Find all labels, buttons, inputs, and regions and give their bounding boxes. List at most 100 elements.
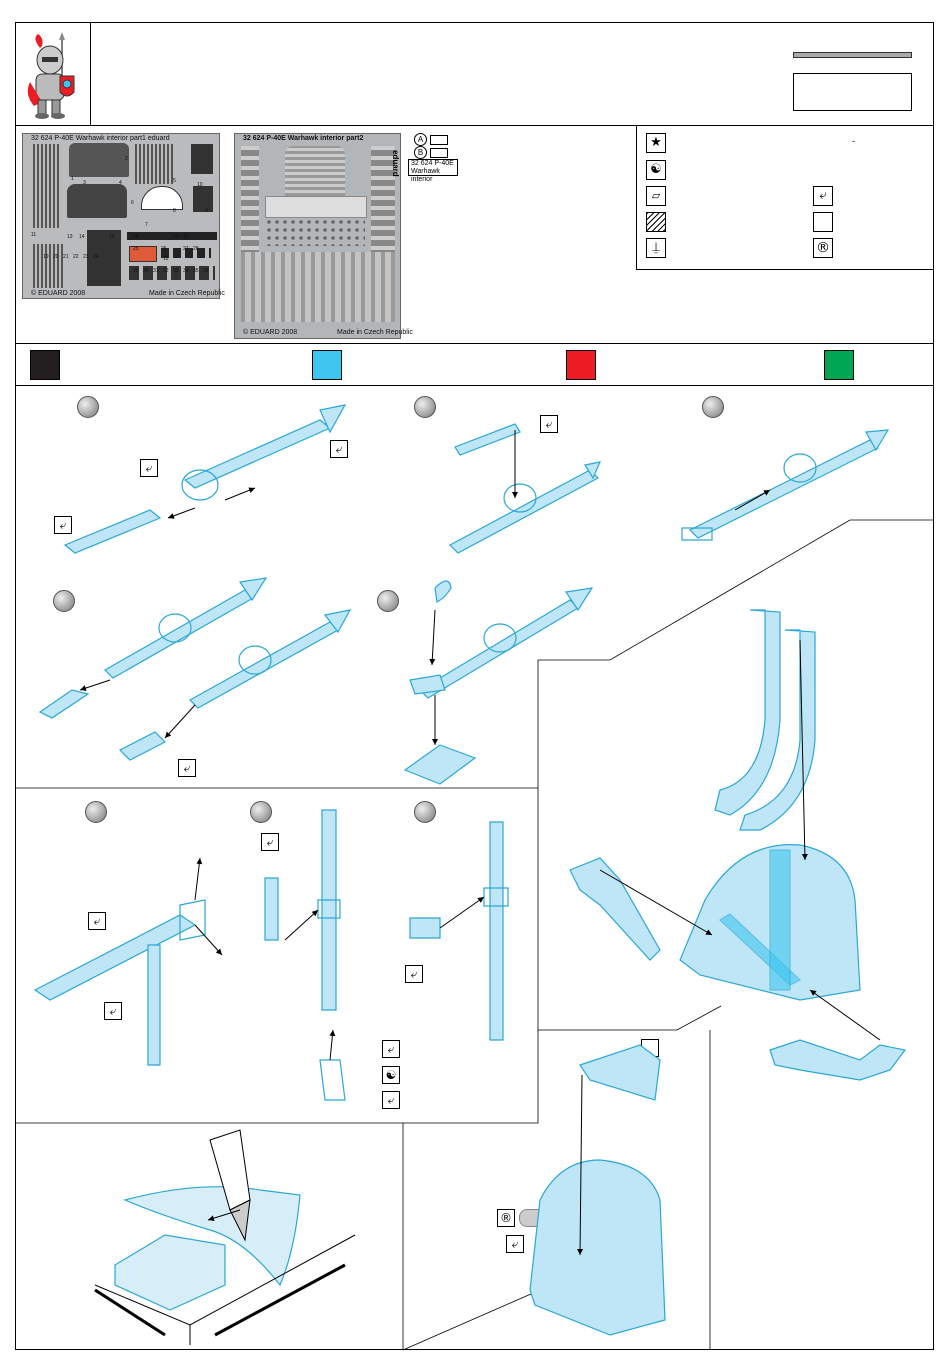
seatbelt-strips-bottom	[33, 244, 63, 288]
symbol-legend	[636, 125, 934, 270]
part-number-label: 32	[163, 268, 169, 274]
part-number-label: 33	[173, 268, 179, 274]
lower-parts-part	[241, 252, 395, 322]
bend-mark-1: ⤶	[330, 440, 348, 458]
step-marker-3	[702, 396, 724, 418]
bend-mark-9: ⤶	[104, 1002, 122, 1020]
check-icon: ⤶	[813, 186, 833, 206]
seat-pan-part	[265, 196, 367, 218]
part-number-label: 18	[183, 234, 189, 240]
fret-origin: Made in Czech Republic	[149, 290, 225, 297]
red-placard-part	[129, 246, 157, 262]
yin-yang-icon: ☯	[646, 160, 666, 180]
bend-mark-11: ⤶	[382, 1091, 400, 1109]
part-number-label: 20	[53, 254, 59, 260]
fret-a-marker: A	[414, 133, 427, 146]
yin-yang-mark: ☯	[382, 1066, 400, 1084]
part-number-label: 1	[71, 176, 74, 182]
bend-mark-12: ⤶	[506, 1235, 524, 1253]
part-number-label: 26	[161, 246, 167, 252]
part-number-label: 30	[143, 268, 149, 274]
step-marker-4	[53, 590, 75, 612]
photo-etch-fret-part2: 32 624 P-40E Warhawk interior part2 © ED…	[234, 133, 413, 339]
side-panel-part	[191, 144, 213, 174]
fret-a-label: A	[417, 135, 424, 144]
part-number-label: 28	[193, 246, 199, 252]
part-number-label: 21	[63, 254, 69, 260]
fret-key-code-line: 32 624 P-40E	[411, 160, 457, 168]
part-number-label: 31	[153, 268, 159, 274]
right-rails-part	[371, 146, 395, 256]
part-number-label: 5	[173, 178, 176, 184]
part-number-label: 2	[125, 156, 128, 162]
part-number-label: 8	[173, 208, 176, 214]
parallelogram-icon: ▱	[646, 186, 666, 206]
step-marker-7	[250, 801, 272, 823]
part-number-label: 17	[173, 234, 179, 240]
star-icon: ★	[646, 133, 666, 153]
part-number-label: 27	[183, 246, 189, 252]
instrument-panel-lower	[67, 184, 127, 218]
label-strip-part	[127, 232, 217, 240]
part-number-label: 22	[73, 254, 79, 260]
part-number-label: 7	[145, 222, 148, 228]
part-number-label: 29	[133, 268, 139, 274]
part-number-label: 6	[131, 200, 134, 206]
instrument-panel-upper	[69, 143, 129, 177]
bracket-part	[193, 186, 213, 212]
part-number-label: 16	[133, 234, 139, 240]
part-number-label: 10	[197, 182, 203, 188]
photo-etch-fret-part1: 32 624 P-40E Warhawk interior part1 edua…	[22, 133, 225, 299]
step-marker-5	[377, 590, 399, 612]
step-marker-8	[414, 801, 436, 823]
part-number-label: 35	[193, 268, 199, 274]
legend-dash: -	[852, 136, 855, 146]
color-bar-section	[15, 343, 934, 386]
fret2-origin: Made in Czech Republic	[337, 329, 413, 336]
bend-mark-6: ⤶	[261, 833, 279, 851]
fret2-header: 32 624 P-40E Warhawk interior part2	[243, 135, 364, 142]
fret-b-box	[430, 148, 448, 158]
part-number-label: 13	[67, 234, 73, 240]
small-parts-row	[129, 266, 215, 280]
seat-back-part	[285, 146, 345, 196]
bend-mark-10: ⤶	[382, 1040, 400, 1058]
bend-mark-8: ⤶	[405, 965, 423, 983]
fret-key: A B 32 624 P-40E Warhawk interior	[408, 133, 460, 183]
part-number-label: 12	[163, 256, 169, 262]
left-rails-part	[241, 146, 259, 256]
r-circle-mark: ®	[497, 1209, 515, 1227]
part-number-label: 4	[119, 180, 122, 186]
set-number-box	[793, 73, 912, 111]
fret-key-name: P-40E	[434, 160, 454, 167]
console-panel-part	[87, 230, 121, 286]
fret-key-code: 32 624	[411, 160, 433, 167]
part-number-label: 23	[83, 254, 89, 260]
fret-header: 32 624 P-40E Warhawk interior part1 edua…	[31, 135, 170, 142]
small-dials-part	[161, 248, 211, 258]
gauge-dial-part	[141, 186, 183, 210]
step-marker-1	[77, 396, 99, 418]
part-number-label: 11	[31, 232, 37, 238]
fret-b-label: B	[417, 148, 424, 157]
part-number-label: 25	[133, 246, 139, 252]
color-swatch-green	[824, 350, 854, 380]
fret-key-subname: Warhawk interior	[411, 168, 440, 183]
part-number-label: 19	[43, 254, 49, 260]
color-swatch-red	[566, 350, 596, 380]
fret2-copyright: © EDUARD 2008	[243, 329, 298, 336]
color-swatch-black	[30, 350, 60, 380]
seatbelt-strips-left	[33, 144, 59, 228]
knight-mascot-logo	[27, 32, 75, 119]
bend-mark-3: ⤶	[54, 516, 72, 534]
part-number-label: 3	[83, 180, 86, 186]
bend-mark-5: ⤶	[178, 759, 196, 777]
r-circle-icon: ®	[813, 238, 833, 258]
fret-b-marker: B	[414, 146, 427, 159]
color-swatch-light-blue	[312, 350, 342, 380]
part-number-label: 14	[79, 234, 85, 240]
bend-mark-4: ⤶	[540, 415, 558, 433]
empty-box-icon	[813, 212, 833, 232]
step-marker-2	[414, 396, 436, 418]
